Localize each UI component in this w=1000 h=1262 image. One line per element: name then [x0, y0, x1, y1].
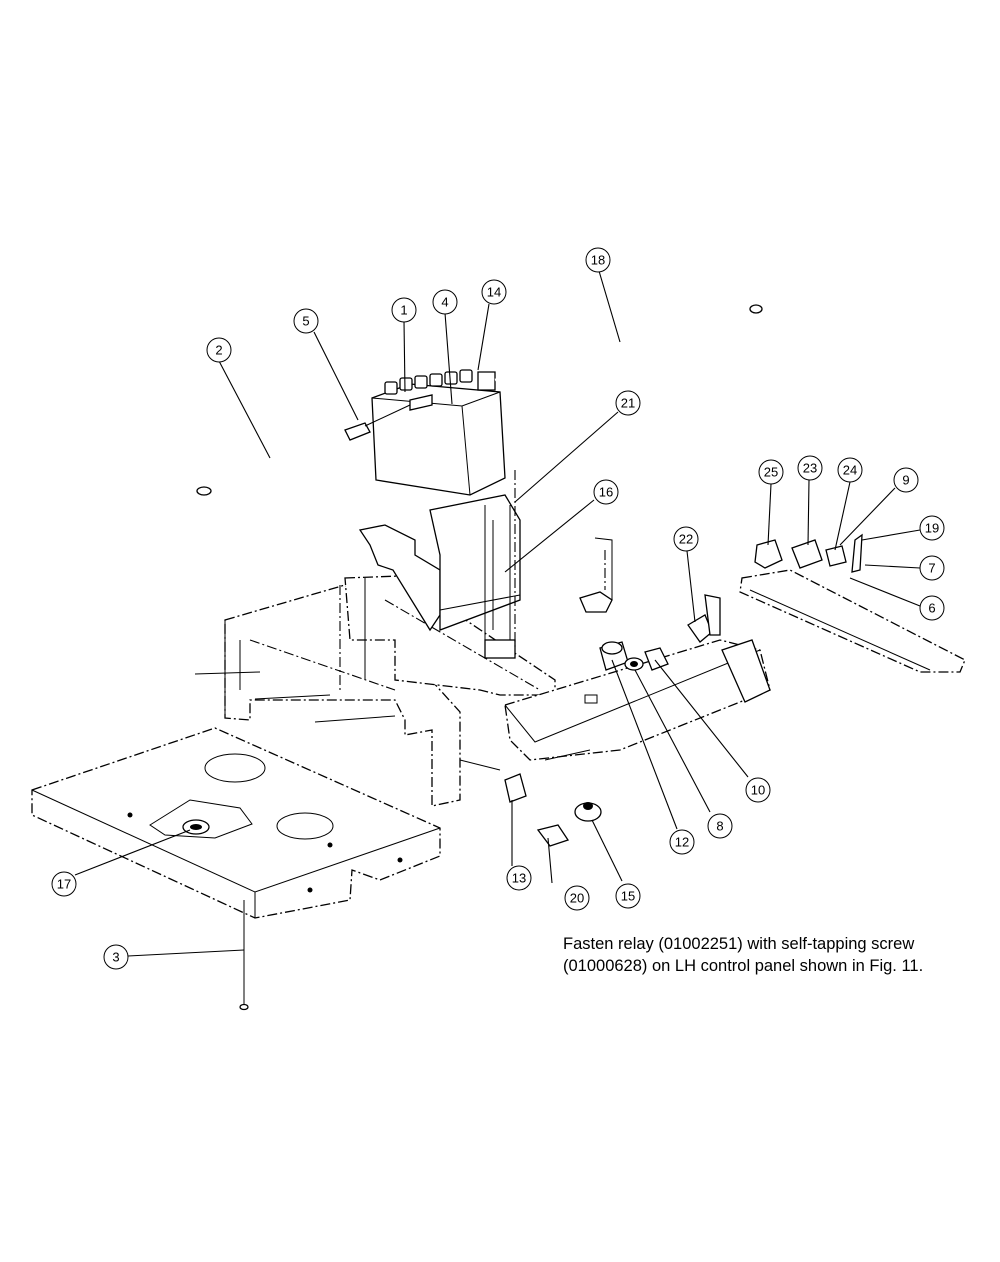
callout-14: 14	[481, 279, 507, 305]
svg-text:1: 1	[400, 303, 407, 318]
svg-text:17: 17	[57, 877, 71, 892]
callout-20: 20	[564, 885, 590, 911]
battery-cable-18	[494, 304, 763, 382]
svg-text:18: 18	[591, 253, 605, 268]
battery	[371, 369, 506, 496]
grommet-17	[182, 819, 210, 835]
svg-text:20: 20	[570, 891, 584, 906]
callout-2: 2	[206, 337, 232, 363]
callout-5: 5	[293, 308, 319, 334]
svg-text:6: 6	[928, 601, 935, 616]
buzzer-15	[574, 802, 602, 822]
callout-21: 21	[615, 390, 641, 416]
svg-text:14: 14	[487, 285, 501, 300]
callout-24: 24	[837, 457, 863, 483]
callout-25: 25	[758, 459, 784, 485]
svg-text:8: 8	[716, 819, 723, 834]
callout-8: 8	[707, 813, 733, 839]
svg-text:13: 13	[512, 871, 526, 886]
svg-text:21: 21	[621, 396, 635, 411]
leader-lines	[74, 270, 921, 957]
relay-13	[459, 759, 527, 803]
indicator-8	[624, 657, 644, 671]
callout-17: 17	[51, 871, 77, 897]
switch-23	[791, 539, 823, 569]
callout-3: 3	[103, 944, 129, 970]
svg-text:23: 23	[803, 461, 817, 476]
switch-10	[644, 647, 669, 671]
callout-18: 18	[585, 247, 611, 273]
callout-1: 1	[391, 297, 417, 323]
assembly-note-line-1: Fasten relay (01002251) with self-tappin…	[563, 935, 915, 953]
switch-22	[687, 594, 721, 643]
callout-7: 7	[919, 555, 945, 581]
boot-20	[536, 824, 570, 847]
callout-23: 23	[797, 455, 823, 481]
callout-19: 19	[919, 515, 945, 541]
assembly-note-line-2: (01000628) on LH control panel shown in …	[563, 957, 924, 975]
key-switch-12	[599, 641, 629, 671]
svg-text:22: 22	[679, 532, 693, 547]
callout-12: 12	[669, 829, 695, 855]
frame-left	[194, 584, 461, 807]
callout-10: 10	[745, 777, 771, 803]
svg-text:19: 19	[925, 521, 939, 536]
frame-right	[739, 569, 966, 673]
svg-text:2: 2	[215, 343, 222, 358]
svg-text:15: 15	[621, 889, 635, 904]
svg-text:25: 25	[764, 465, 778, 480]
bracket-19	[851, 533, 863, 573]
switch-24	[825, 545, 847, 567]
control-panel	[504, 639, 771, 761]
svg-text:9: 9	[902, 473, 909, 488]
callout-15: 15	[615, 883, 641, 909]
callout-22: 22	[673, 526, 699, 552]
callout-9: 9	[893, 467, 919, 493]
svg-text:5: 5	[302, 314, 309, 329]
battery-box-16	[358, 470, 521, 659]
svg-text:16: 16	[599, 485, 613, 500]
svg-text:24: 24	[843, 463, 857, 478]
callout-16: 16	[593, 479, 619, 505]
floor-pan	[31, 727, 441, 919]
switch-25	[754, 539, 783, 569]
svg-text:10: 10	[751, 783, 765, 798]
callout-4: 4	[432, 289, 458, 315]
callout-6: 6	[919, 595, 945, 621]
svg-text:7: 7	[928, 561, 935, 576]
relay-bracket	[579, 537, 613, 613]
svg-text:12: 12	[675, 835, 689, 850]
battery-cable-2	[196, 404, 411, 496]
frame-rear	[344, 575, 556, 696]
ground-wire-3	[239, 900, 249, 1011]
svg-text:4: 4	[441, 295, 448, 310]
callout-13: 13	[506, 865, 532, 891]
svg-text:3: 3	[112, 950, 119, 965]
assembly-note: Fasten relay (01002251) with self-tappin…	[563, 933, 973, 977]
